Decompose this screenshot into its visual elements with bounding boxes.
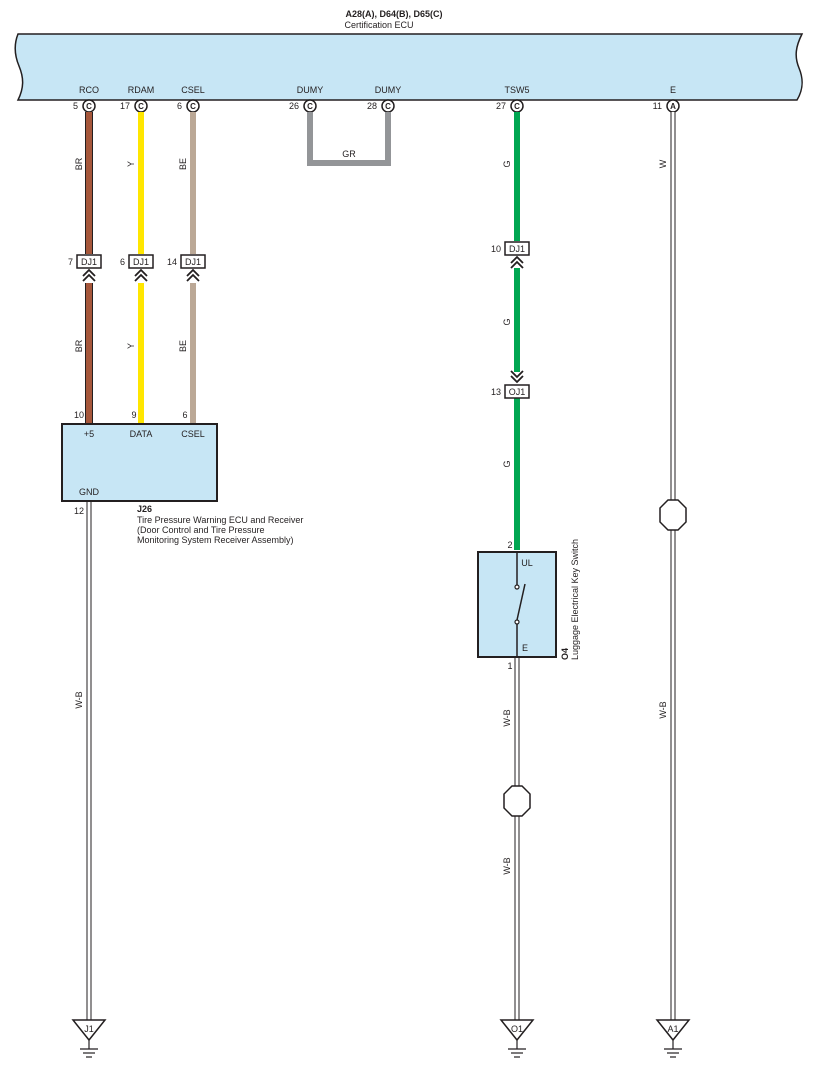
wire-o4-gnd: W-B W-B bbox=[502, 658, 531, 1020]
o4-pin-top-label: UL bbox=[521, 558, 533, 568]
j26-pin-label: DATA bbox=[130, 429, 153, 439]
pin-connector-letter: C bbox=[86, 102, 92, 111]
ecu-panel bbox=[14, 33, 804, 101]
wire-rco: BR BR bbox=[74, 112, 93, 424]
ecu-name: Certification ECU bbox=[344, 20, 413, 30]
ecu-pin-e: E 11 A bbox=[653, 85, 680, 113]
component-o4: 2 UL E 1 O4 Luggage Electrical Key Switc… bbox=[477, 539, 580, 671]
wire-color-label: BE bbox=[178, 158, 188, 170]
o4-pin-bottom-label: E bbox=[522, 643, 528, 653]
pin-number: 6 bbox=[177, 101, 182, 111]
connector-pin-number: 7 bbox=[68, 257, 73, 267]
connector-pin-number: 13 bbox=[491, 387, 501, 397]
j26-pin-label: CSEL bbox=[181, 429, 205, 439]
pin-label: RDAM bbox=[128, 85, 155, 95]
switch-blade bbox=[516, 583, 526, 621]
j26-code: J26 bbox=[137, 504, 152, 514]
wire-color-label: W-B bbox=[502, 857, 512, 874]
o4-pin-bottom-number: 1 bbox=[507, 661, 512, 671]
connector-dj1-rdam: 6 DJ1 bbox=[120, 254, 154, 282]
ecu-pin-rdam: RDAM 17 C bbox=[120, 85, 155, 113]
pin-number: 26 bbox=[289, 101, 299, 111]
connector-dj1-rco: 7 DJ1 bbox=[68, 254, 102, 282]
ground-j1: J1 bbox=[71, 1019, 107, 1058]
j26-name-line-3: Monitoring System Receiver Assembly) bbox=[137, 535, 294, 545]
connector-label: DJ1 bbox=[185, 257, 201, 267]
wire-color-label: W-B bbox=[74, 691, 84, 708]
pin-connector-letter: A bbox=[670, 102, 676, 111]
wire-color-label: GR bbox=[342, 149, 356, 159]
ground-label: O1 bbox=[511, 1024, 523, 1034]
connector-label: DJ1 bbox=[133, 257, 149, 267]
j26-pin-number: 9 bbox=[131, 410, 136, 420]
certification-ecu: A28(A), D64(B), D65(C) Certification ECU bbox=[14, 9, 804, 101]
ecu-pin-rco: RCO 5 C bbox=[73, 85, 99, 113]
connector-pin-number: 10 bbox=[491, 244, 501, 254]
wire-color-label: G bbox=[502, 318, 512, 325]
j26-box bbox=[61, 423, 218, 502]
pin-label: DUMY bbox=[297, 85, 324, 95]
wire-j26-gnd: W-B bbox=[74, 502, 92, 1020]
wire-color-label: Y bbox=[126, 343, 136, 349]
pin-label: TSW5 bbox=[504, 85, 529, 95]
wire-color-label: G bbox=[502, 160, 512, 167]
wire-rdam: Y Y bbox=[126, 112, 144, 424]
wire-color-label: W-B bbox=[658, 701, 668, 718]
j26-pin-label: +5 bbox=[84, 429, 94, 439]
splice-octagon bbox=[659, 499, 687, 531]
connector-label: OJ1 bbox=[509, 387, 526, 397]
ground-label: J1 bbox=[84, 1024, 94, 1034]
j26-name-line-2: (Door Control and Tire Pressure bbox=[137, 525, 265, 535]
pin-number: 17 bbox=[120, 101, 130, 111]
pin-number: 5 bbox=[73, 101, 78, 111]
splice-octagon bbox=[503, 785, 531, 817]
j26-gnd-label: GND bbox=[79, 487, 100, 497]
wire-csel: BE BE bbox=[178, 112, 196, 424]
connector-label: DJ1 bbox=[509, 244, 525, 254]
pin-connector-letter: C bbox=[190, 102, 196, 111]
ecu-codes: A28(A), D64(B), D65(C) bbox=[345, 9, 442, 19]
connector-oj1-tsw5: 13 OJ1 bbox=[491, 370, 530, 399]
pin-connector-letter: C bbox=[385, 102, 391, 111]
component-j26: 10 9 6 +5 DATA CSEL GND 12 J26 Tire Pres… bbox=[61, 410, 303, 545]
ground-o1: O1 bbox=[499, 1019, 535, 1058]
wire-color-label: W-B bbox=[502, 709, 512, 726]
pin-number: 28 bbox=[367, 101, 377, 111]
ecu-pin-csel: CSEL 6 C bbox=[177, 85, 205, 113]
connector-dj1-csel: 14 DJ1 bbox=[167, 254, 206, 282]
ground-label: A1 bbox=[667, 1024, 678, 1034]
wire-color-label: Y bbox=[126, 161, 136, 167]
pin-connector-letter: C bbox=[514, 102, 520, 111]
pin-connector-letter: C bbox=[138, 102, 144, 111]
wire-color-label: BR bbox=[74, 339, 84, 352]
pin-label: RCO bbox=[79, 85, 99, 95]
pin-label: CSEL bbox=[181, 85, 205, 95]
o4-name: Luggage Electrical Key Switch bbox=[570, 539, 580, 660]
pin-label: E bbox=[670, 85, 676, 95]
o4-pin-top-number: 2 bbox=[507, 540, 512, 550]
connector-label: DJ1 bbox=[81, 257, 97, 267]
pin-number: 27 bbox=[496, 101, 506, 111]
wire-tsw5: G G G bbox=[502, 112, 520, 550]
j26-pin-number: 6 bbox=[182, 410, 187, 420]
wire-e: W W-B bbox=[658, 112, 687, 1020]
pin-label: DUMY bbox=[375, 85, 402, 95]
connector-pin-number: 14 bbox=[167, 257, 177, 267]
wire-color-label: W bbox=[658, 159, 668, 168]
j26-gnd-number: 12 bbox=[74, 506, 84, 516]
j26-name-line-1: Tire Pressure Warning ECU and Receiver bbox=[137, 515, 303, 525]
connector-dj1-tsw5: 10 DJ1 bbox=[491, 241, 530, 269]
wire-color-label: G bbox=[502, 460, 512, 467]
j26-pin-number: 10 bbox=[74, 410, 84, 420]
ecu-pin-tsw5: TSW5 27 C bbox=[496, 85, 530, 113]
wire-color-label: BR bbox=[74, 157, 84, 170]
o4-code: O4 bbox=[560, 648, 570, 660]
ground-a1: A1 bbox=[655, 1019, 691, 1058]
pin-connector-letter: C bbox=[307, 102, 313, 111]
wire-dumy-loop: GR bbox=[307, 112, 391, 166]
wire-color-label: BE bbox=[178, 340, 188, 352]
connector-pin-number: 6 bbox=[120, 257, 125, 267]
pin-number: 11 bbox=[653, 101, 662, 111]
